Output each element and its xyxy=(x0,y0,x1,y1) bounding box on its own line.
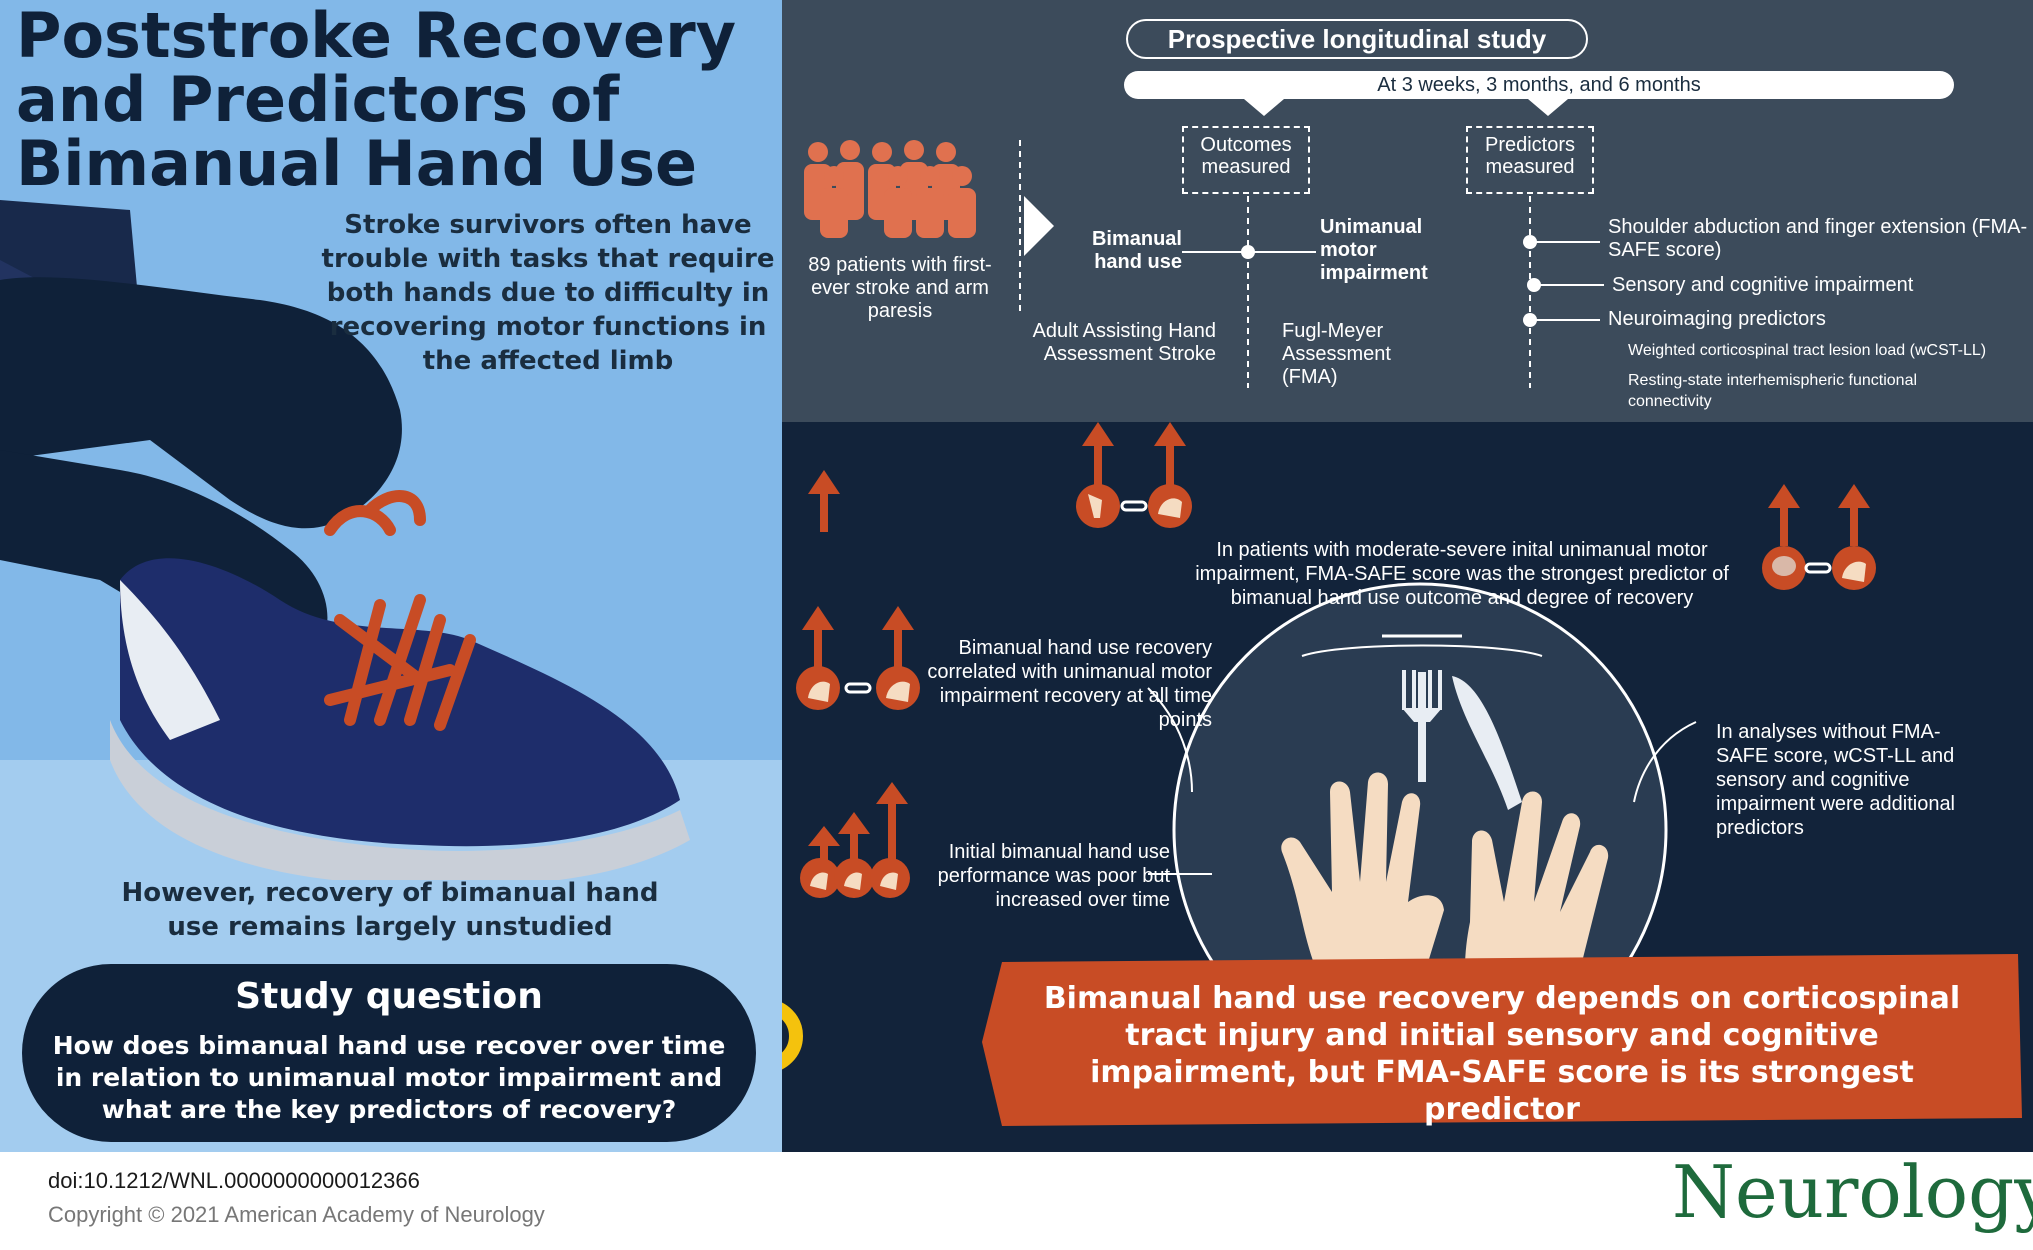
outcome-bimanual-label: Bimanual hand use xyxy=(1091,228,1182,273)
finding-additional-predictors-text: In analyses without FMA-SAFE score, wCST… xyxy=(1716,721,1956,839)
outcomes-measured-box: Outcomes measured xyxy=(1182,126,1310,194)
outcome-unimanual-label: Unimanual motor impairment xyxy=(1320,216,1428,284)
predictor-fma-safe: Shoulder abduction and finger extension … xyxy=(1608,216,2028,261)
predictors-measured-box: Predictors measured xyxy=(1466,126,1594,194)
finding-correlation-text: Bimanual hand use recovery correlated wi… xyxy=(927,637,1212,731)
intro-text: Stroke survivors often have trouble with… xyxy=(321,210,775,376)
gap-statement: However, recovery of bimanual hand use r… xyxy=(121,878,659,942)
conclusion-text: Bimanual hand use recovery depends on co… xyxy=(1043,981,1961,1127)
outcome-bimanual-measure: Adult Assisting Hand Assessment Stroke xyxy=(1032,320,1216,365)
predictor-connectivity: Resting-state interhemispheric functiona… xyxy=(1628,372,1918,410)
correlation-icon-group xyxy=(796,606,920,710)
predictor-neuroimaging: Neuroimaging predictors xyxy=(1608,308,1826,330)
finding-increase-text: Initial bimanual hand use performance wa… xyxy=(937,841,1170,911)
findings-graphics xyxy=(782,422,2022,1126)
doi-link[interactable]: doi:10.1212/WNL.0000000000012366 xyxy=(48,1168,420,1193)
copyright-text: Copyright © 2021 American Academy of Neu… xyxy=(48,1202,545,1227)
study-question-text: How does bimanual hand use recover over … xyxy=(52,1031,726,1124)
journal-logo: Neurology® xyxy=(1672,1150,2033,1234)
shoe-tying-illustration xyxy=(0,200,690,880)
study-question-box xyxy=(22,964,756,1142)
study-type-label: Prospective longitudinal study xyxy=(1126,19,1588,59)
patients-icon xyxy=(804,140,976,238)
finding-top-text: In patients with moderate-severe inital … xyxy=(1195,539,1729,609)
timepoints-bar: At 3 weeks, 3 months, and 6 months xyxy=(1124,71,1954,99)
design-connectors xyxy=(804,99,1604,388)
increase-over-time-icon xyxy=(800,782,910,898)
correlation-icon xyxy=(808,470,840,532)
page-title: Poststroke Recovery and Predictors of Bi… xyxy=(16,0,737,200)
key-icon xyxy=(782,1002,803,1070)
fma-safe-icon xyxy=(1076,422,1192,528)
journal-name: Neurology xyxy=(1672,1150,2033,1234)
outcome-unimanual-measure: Fugl-Meyer Assessment (FMA) xyxy=(1282,320,1391,388)
patients-label: 89 patients with first-ever stroke and a… xyxy=(808,254,992,322)
study-design-panel xyxy=(782,0,2033,422)
predictor-wcst-ll: Weighted corticospinal tract lesion load… xyxy=(1628,342,1987,359)
predictor-sensory-cognitive: Sensory and cognitive impairment xyxy=(1612,274,1914,296)
brain-predictor-icon xyxy=(1762,484,1876,590)
left-panel: Poststroke Recovery and Predictors of Bi… xyxy=(0,0,782,1152)
study-question-title: Study question xyxy=(235,976,543,1017)
